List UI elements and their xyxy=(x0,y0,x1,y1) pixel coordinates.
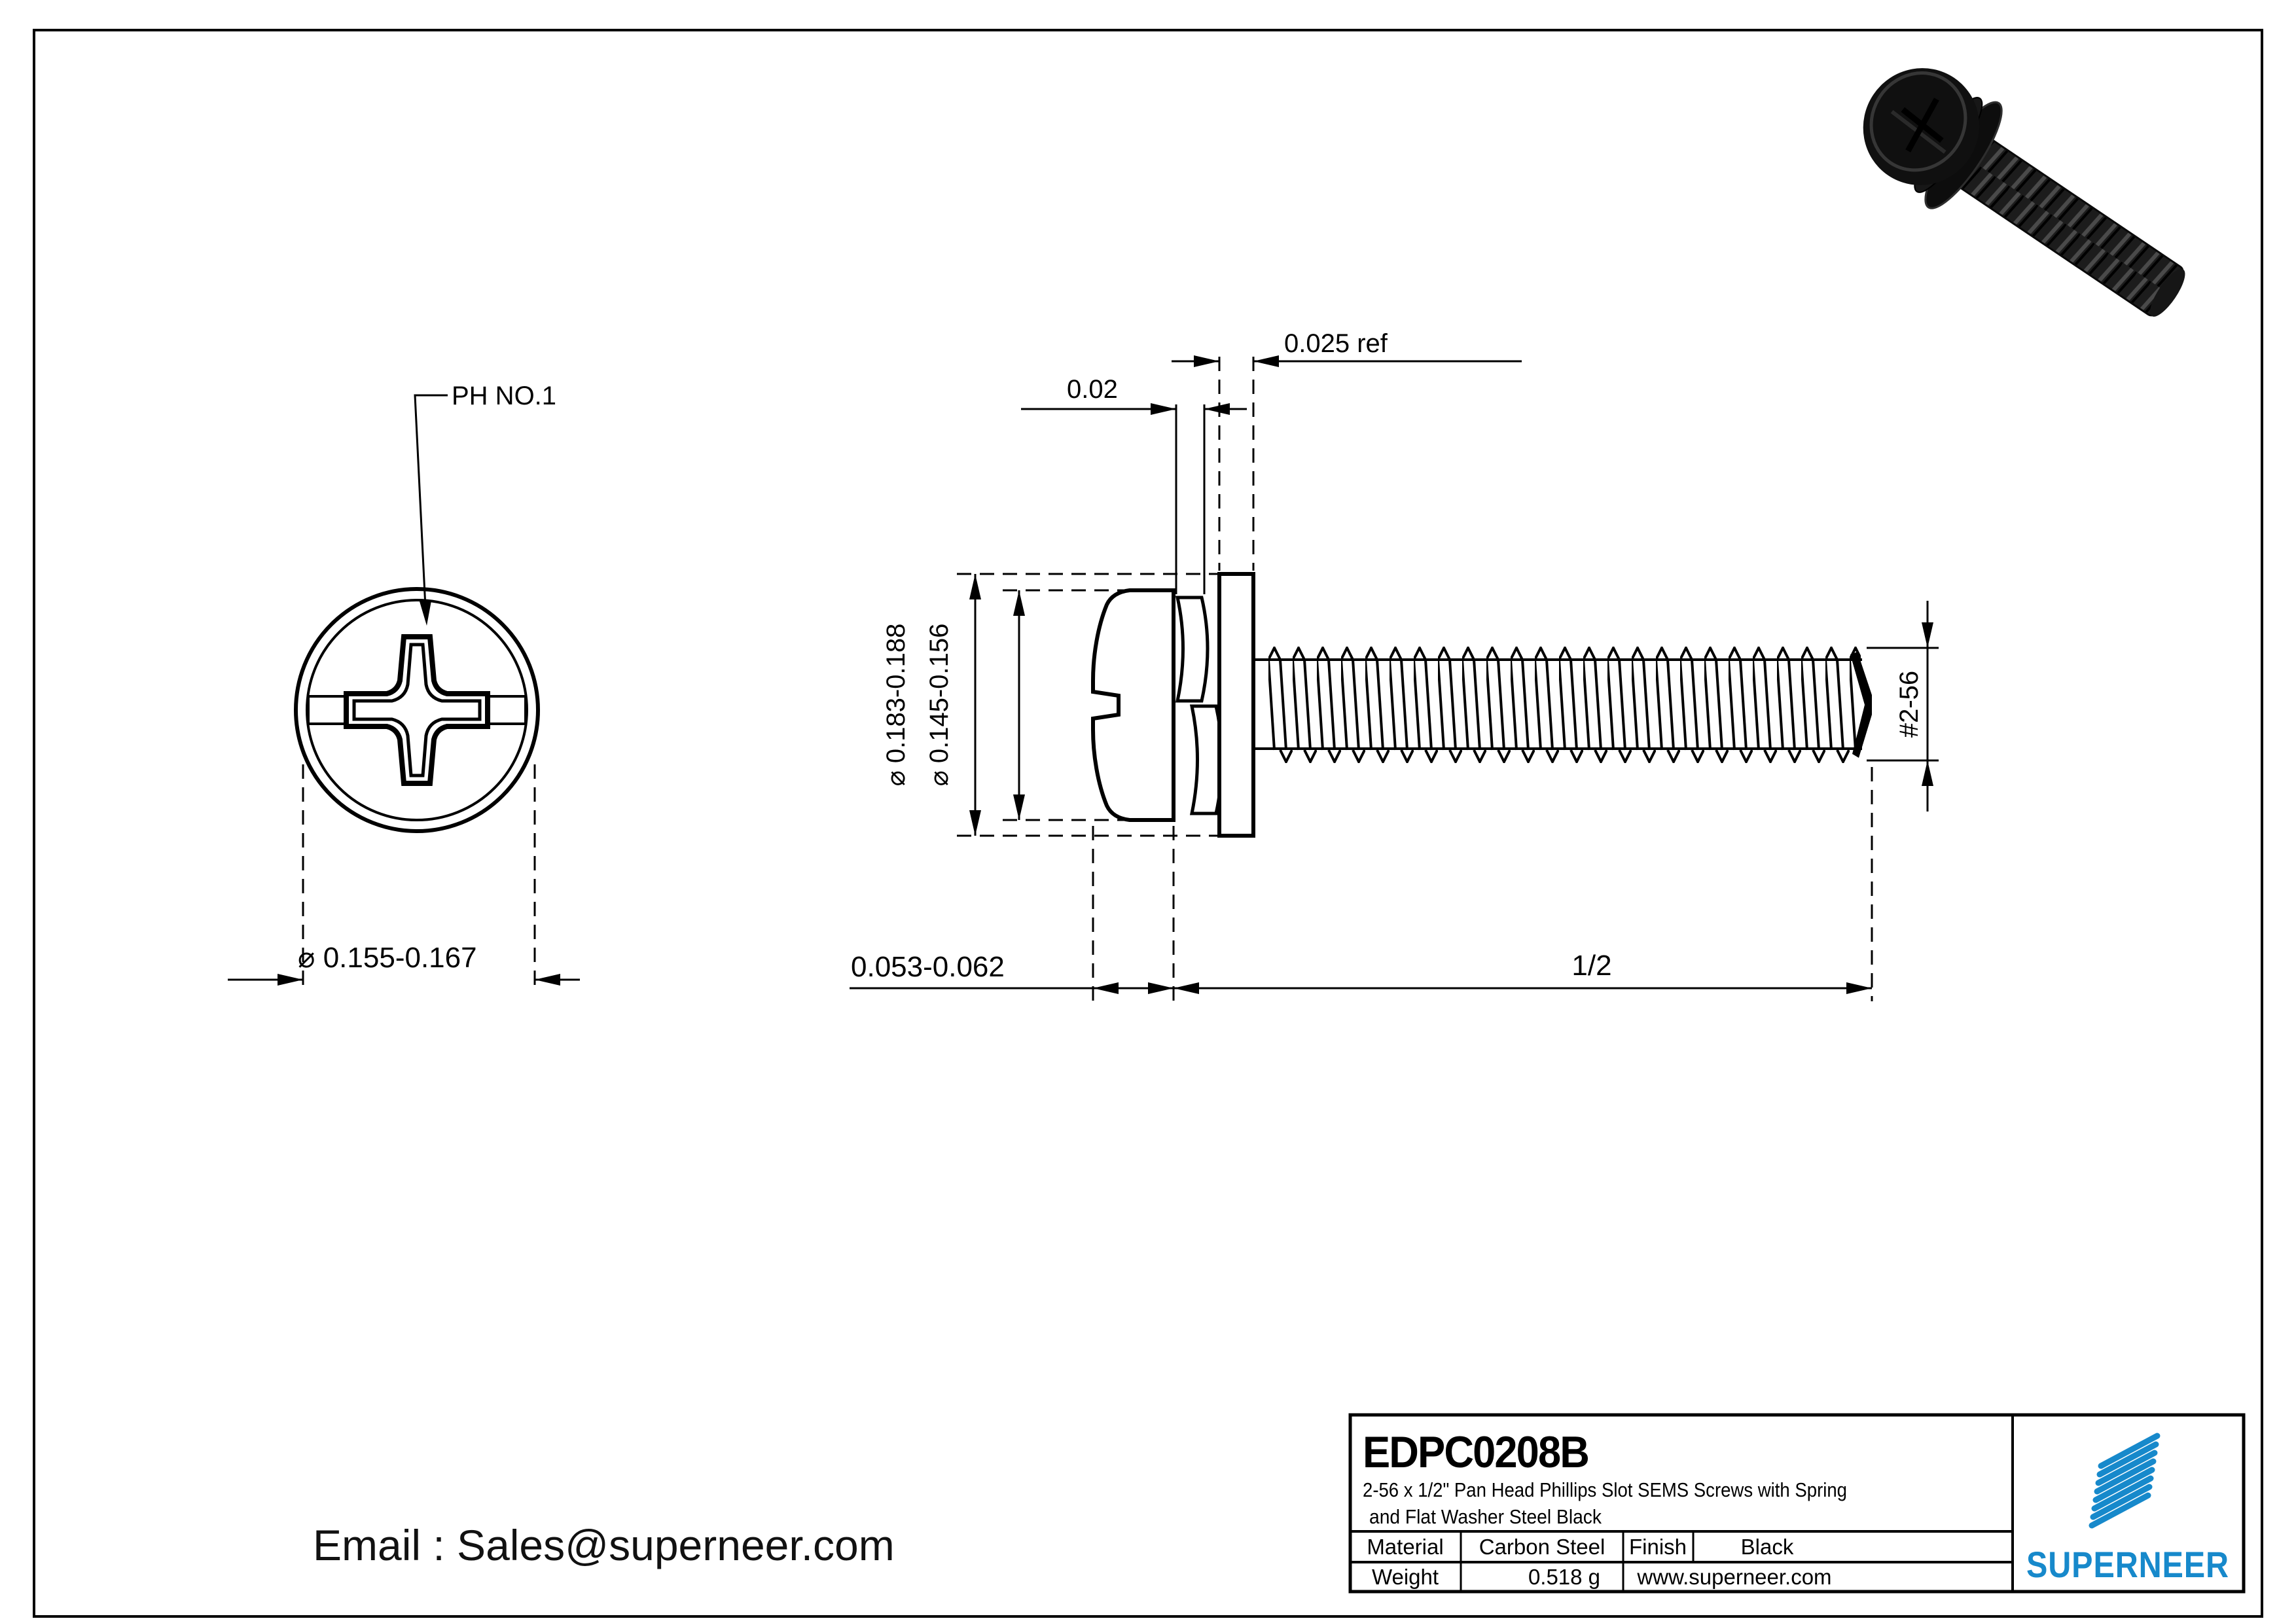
head-od-label: ⌀ 0.145-0.156 xyxy=(925,624,954,787)
screw-3d-render xyxy=(1863,68,2185,317)
website-link[interactable]: www.superneer.com xyxy=(1636,1565,1831,1589)
length-label: 1/2 xyxy=(1571,950,1611,982)
title-block: EDPC0208B 2-56 x 1/2" Pan Head Phillips … xyxy=(1348,1413,2246,1594)
thread-end-chamfer xyxy=(1850,652,1872,758)
weight-label: Weight xyxy=(1372,1565,1439,1589)
top-view-drawing: PH NO.1 ⌀ 0.155-0.167 xyxy=(228,382,580,992)
material-value: Carbon Steel xyxy=(1479,1535,1605,1559)
head-height-label: 0.053-0.062 xyxy=(851,951,1005,983)
material-label: Material xyxy=(1367,1535,1443,1559)
finish-value: Black xyxy=(1741,1535,1794,1559)
brand-name: SUPERNEER xyxy=(2026,1544,2229,1585)
thread-size-label: #2-56 xyxy=(1895,671,1924,738)
superneer-logo-icon xyxy=(2089,1433,2161,1529)
pan-head xyxy=(1091,588,1175,822)
weight-value: 0.518 g xyxy=(1528,1565,1600,1589)
ph-number-label: PH NO.1 xyxy=(452,382,556,410)
part-number: EDPC0208B xyxy=(1363,1427,1588,1477)
spring-thickness-label: 0.02 xyxy=(1067,375,1118,404)
description-line1: 2-56 x 1/2" Pan Head Phillips Slot SEMS … xyxy=(1363,1478,1847,1501)
description-line2: and Flat Washer Steel Black xyxy=(1369,1505,1602,1528)
side-view-drawing: ⌀ 0.183-0.188 ⌀ 0.145-0.156 0.02 0.025 r… xyxy=(850,329,1939,1001)
top-view-diameter-label: ⌀ 0.155-0.167 xyxy=(298,942,477,974)
finish-label: Finish xyxy=(1629,1535,1687,1559)
render-cross xyxy=(1905,98,1939,152)
page-border xyxy=(33,29,2263,1618)
email-text: Email : Sales@superneer.com xyxy=(313,1521,895,1569)
washer-od-label: ⌀ 0.183-0.188 xyxy=(882,624,910,787)
washer-thickness-label: 0.025 ref xyxy=(1284,329,1388,358)
spring-washer-upper xyxy=(1175,596,1210,703)
phillips-cross xyxy=(344,634,490,786)
thread-profile xyxy=(1268,647,1861,763)
flat-washer xyxy=(1217,572,1255,838)
